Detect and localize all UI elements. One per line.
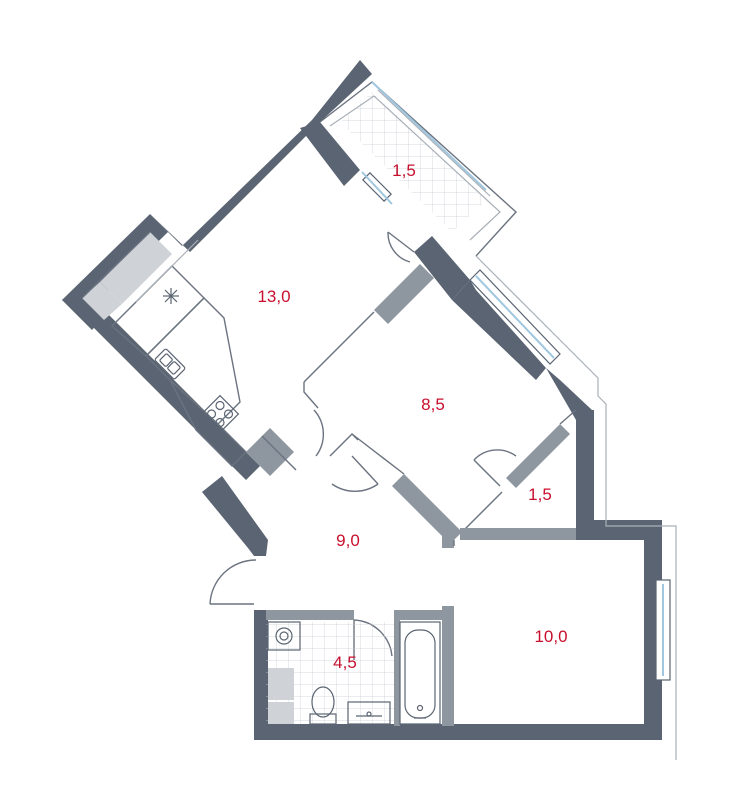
partitions (246, 264, 577, 726)
bathroom-area-label: 4,5 (333, 653, 357, 672)
bathtub-icon (399, 621, 441, 725)
area-labels: 1,5 13,0 8,5 1,5 9,0 4,5 10,0 (257, 161, 567, 672)
windows (469, 255, 677, 760)
hallway-area-label: 9,0 (336, 531, 360, 550)
sink-icon (154, 348, 186, 380)
toilet-icon (309, 686, 337, 725)
washing-machine-icon (267, 621, 301, 651)
storage-unit (81, 231, 172, 320)
snowflake-icon (163, 288, 179, 304)
doors (209, 409, 517, 660)
washbasin-icon (347, 701, 391, 725)
room-area-label: 10,0 (534, 627, 567, 646)
balcony-area-label: 1,5 (392, 161, 416, 180)
exterior-walls (62, 60, 662, 740)
kitchen-living (110, 171, 415, 467)
bathroom (266, 621, 441, 725)
closet-area-label: 1,5 (528, 485, 552, 504)
stove-icon (200, 394, 240, 434)
bedroom-area-label: 8,5 (421, 395, 445, 414)
kitchen-living-area-label: 13,0 (257, 287, 290, 306)
